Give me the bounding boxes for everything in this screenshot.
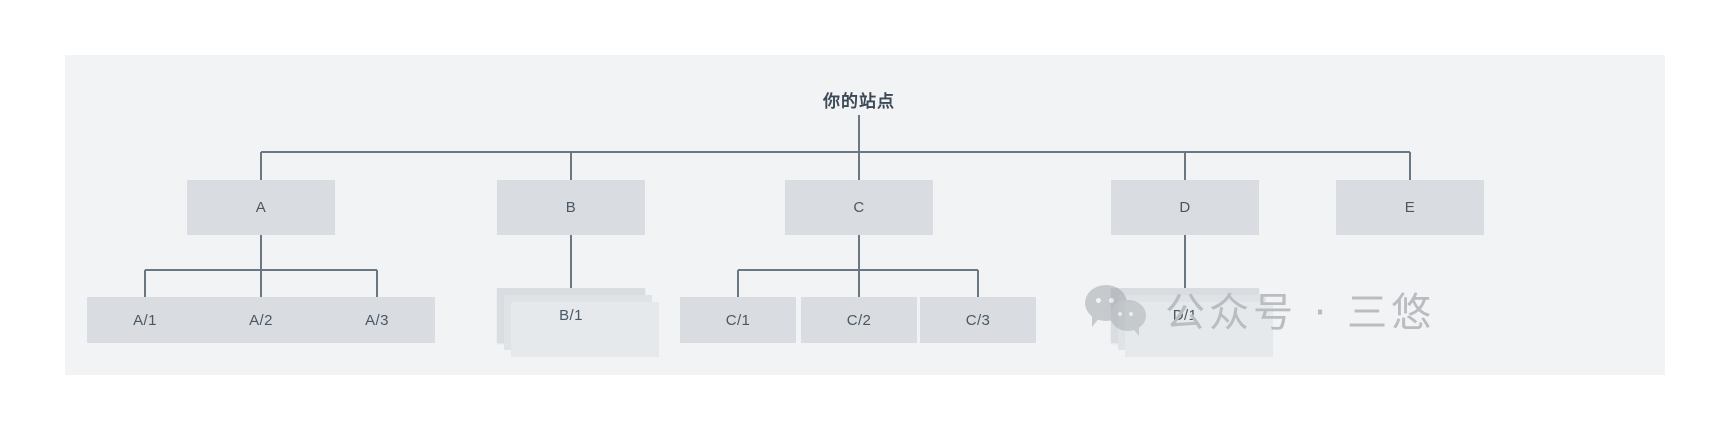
node-a-3[interactable]: A/3 (319, 297, 435, 343)
node-a-2[interactable]: A/2 (203, 297, 319, 343)
node-a[interactable]: A (187, 180, 335, 235)
node-d[interactable]: D (1111, 180, 1259, 235)
node-c-3[interactable]: C/3 (920, 297, 1036, 343)
node-a-1[interactable]: A/1 (87, 297, 203, 343)
node-b[interactable]: B (497, 180, 645, 235)
node-d-1[interactable]: D/1 (1111, 288, 1273, 357)
node-c-2[interactable]: C/2 (801, 297, 917, 343)
node-root[interactable]: 你的站点 (823, 91, 895, 111)
node-e[interactable]: E (1336, 180, 1484, 235)
node-b-1[interactable]: B/1 (497, 288, 659, 357)
diagram-canvas: 你的站点 A B C D E A/1 A/2 A/3 B/1 C/1 C/2 C… (65, 55, 1665, 375)
node-c-1[interactable]: C/1 (680, 297, 796, 343)
node-c[interactable]: C (785, 180, 933, 235)
